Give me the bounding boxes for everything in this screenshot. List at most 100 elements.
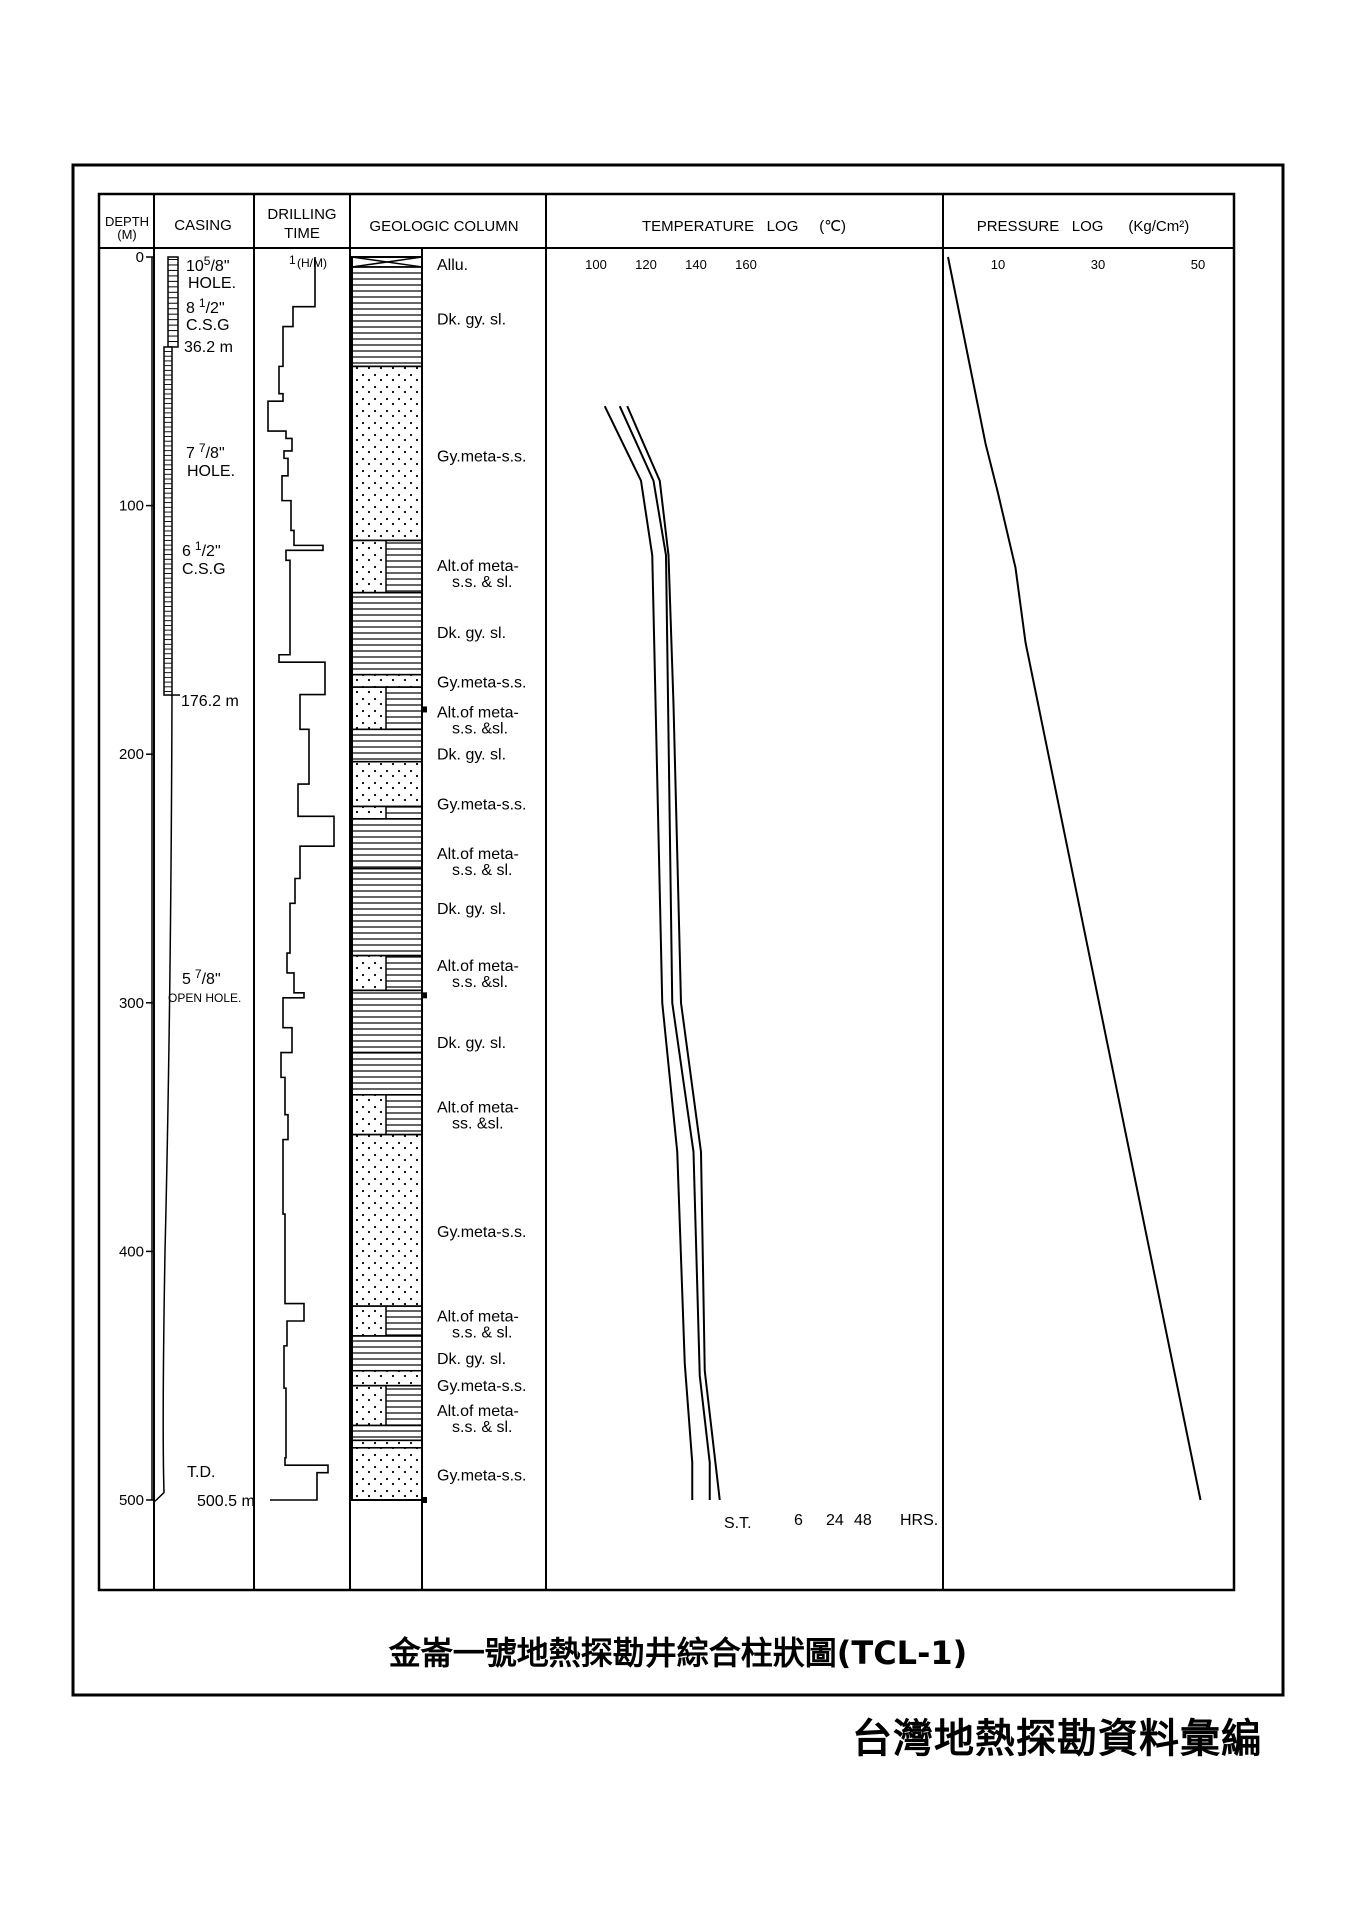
- lithology-label: Dk. gy. sl.: [437, 312, 506, 329]
- pressure-tick-label: 50: [1191, 257, 1205, 272]
- lithology-label: Gy.meta-s.s.: [437, 1468, 527, 1485]
- temperature-tick-label: 160: [735, 257, 757, 272]
- lithology-label: Gy.meta-s.s.: [437, 1224, 527, 1241]
- geo-alternation-slate: [386, 687, 422, 730]
- geo-alternation-sandstone: [352, 955, 386, 991]
- geo-slate: [351, 1051, 423, 1096]
- geo-alternation-sandstone: [352, 806, 386, 819]
- lithology-label: Alt.of meta-s.s. & sl.: [437, 846, 519, 879]
- geo-slate: [351, 818, 423, 870]
- lithology-label: Alt.of meta-s.s. & sl.: [437, 1309, 519, 1342]
- temperature-log: 100 120 140 160: [585, 257, 757, 1501]
- log-frame: [97, 192, 1236, 1592]
- pressure-curve: [947, 256, 1202, 1501]
- lithology-label: Alt.of meta-s.s. & sl.: [437, 1403, 519, 1436]
- pressure-tick-label: 30: [1091, 257, 1105, 272]
- hole-10-label: HOLE.: [188, 275, 236, 292]
- geo-alternation-slate: [386, 806, 422, 819]
- geo-alternation-sandstone: [352, 687, 386, 730]
- geo-slate: [351, 989, 423, 1054]
- lithology-label: Alt.of meta-s.s. &sl.: [437, 704, 519, 737]
- csg-6-label: C.S.G: [182, 561, 226, 578]
- geo-alternation-sandstone: [352, 1306, 386, 1336]
- lithology-label: Dk. gy. sl.: [437, 625, 506, 642]
- lithology-labels: Allu. Dk. gy. sl. Gy.meta-s.s. Alt.of meta-…: [437, 257, 527, 1485]
- column-dividers: [153, 194, 944, 1590]
- geo-slate: [351, 867, 423, 957]
- td-depth: 500.5 m: [197, 1493, 255, 1510]
- temperature-curve-48hr: [626, 405, 721, 1501]
- csg-8-label: C.S.G: [186, 317, 230, 334]
- geo-sandstone: [351, 673, 423, 688]
- depth-header: DEPTH: [105, 214, 149, 229]
- geo-alternation-slate: [386, 955, 422, 991]
- lithology-label: Dk. gy. sl.: [437, 1351, 506, 1368]
- lithology-label: Dk. gy. sl.: [437, 747, 506, 764]
- lithology-label: Dk. gy. sl.: [437, 901, 506, 918]
- geo-slate: [351, 1424, 423, 1442]
- geologic-column: [351, 256, 427, 1503]
- geologic-header: GEOLOGIC COLUMN: [369, 218, 518, 235]
- geo-alternation-slate: [386, 1306, 422, 1336]
- geo-sandstone: [351, 1133, 423, 1307]
- temperature-tick-label: 100: [585, 257, 607, 272]
- depth-unit: (M): [117, 227, 137, 242]
- sample-marker: [422, 1497, 427, 1503]
- pressure-header: PRESSURE LOG (Kg/Cm²): [977, 218, 1190, 235]
- pressure-tick-label: 10: [991, 257, 1005, 272]
- surface-casing: [167, 256, 179, 348]
- geo-sandstone: [351, 1439, 423, 1449]
- curve-label-48: 48: [854, 1512, 872, 1529]
- lithology-label: Alt.of meta-s.s. &sl.: [437, 958, 519, 991]
- hrs-label: HRS.: [900, 1512, 938, 1529]
- drilling-scale: 1 (H/M): [289, 253, 327, 270]
- depth-tick-label: 200: [119, 746, 144, 763]
- lithology-label: Alt.of meta-s.s. & sl.: [437, 558, 519, 591]
- lithology-label: Allu.: [437, 257, 468, 274]
- casing-header: CASING: [174, 217, 232, 234]
- drilling-time-column: [267, 257, 335, 1501]
- geo-alternation-sandstone: [352, 1385, 386, 1426]
- lithology-label: Gy.meta-s.s.: [437, 1378, 527, 1395]
- lithology-label: Gy.meta-s.s.: [437, 675, 527, 692]
- hole-7-label: HOLE.: [187, 463, 235, 480]
- figure-caption: 金崙一號地熱探勘井綜合柱狀圖(TCL-1): [388, 1634, 968, 1672]
- depth-tick-label: 0: [136, 249, 144, 266]
- drilling-header-line2: TIME: [284, 225, 320, 242]
- production-casing: [163, 346, 173, 696]
- curve-label-6: 6: [794, 1512, 803, 1529]
- casing-column: [154, 256, 180, 1502]
- geo-alternation-slate: [386, 1385, 422, 1426]
- depth-tick-label: 500: [119, 1492, 144, 1509]
- geo-slate: [351, 266, 423, 368]
- temperature-curve-6hr: [603, 405, 694, 1500]
- geo-alternation-slate: [386, 1094, 422, 1135]
- depth-tick-label: 300: [119, 995, 144, 1012]
- st-label: S.T.: [724, 1515, 752, 1532]
- geo-alternation-sandstone: [352, 1094, 386, 1135]
- td-label: T.D.: [187, 1464, 215, 1481]
- geo-sandstone: [351, 760, 423, 808]
- geo-alternation-sandstone: [352, 540, 386, 593]
- sample-marker: [422, 992, 427, 999]
- lithology-label: Alt.of meta-ss. &sl.: [437, 1100, 519, 1133]
- temperature-tick-label: 140: [685, 257, 707, 272]
- temperature-curve-24hr: [618, 405, 711, 1500]
- temperature-tick-label: 120: [635, 257, 657, 272]
- sample-marker: [422, 706, 427, 713]
- temperature-curve-labels: S.T. 6 24 48 HRS.: [724, 1512, 938, 1532]
- temperature-header: TEMPERATURE LOG (℃): [642, 218, 846, 235]
- geo-sandstone: [351, 1447, 423, 1501]
- lithology-label: Gy.meta-s.s.: [437, 448, 527, 465]
- pressure-log: 10 30 50: [947, 256, 1205, 1501]
- geo-slate: [351, 1335, 423, 1372]
- depth-tick-label: 100: [119, 498, 144, 515]
- lithology-label: Dk. gy. sl.: [437, 1035, 506, 1052]
- csg-6-depth: 176.2 m: [181, 693, 239, 710]
